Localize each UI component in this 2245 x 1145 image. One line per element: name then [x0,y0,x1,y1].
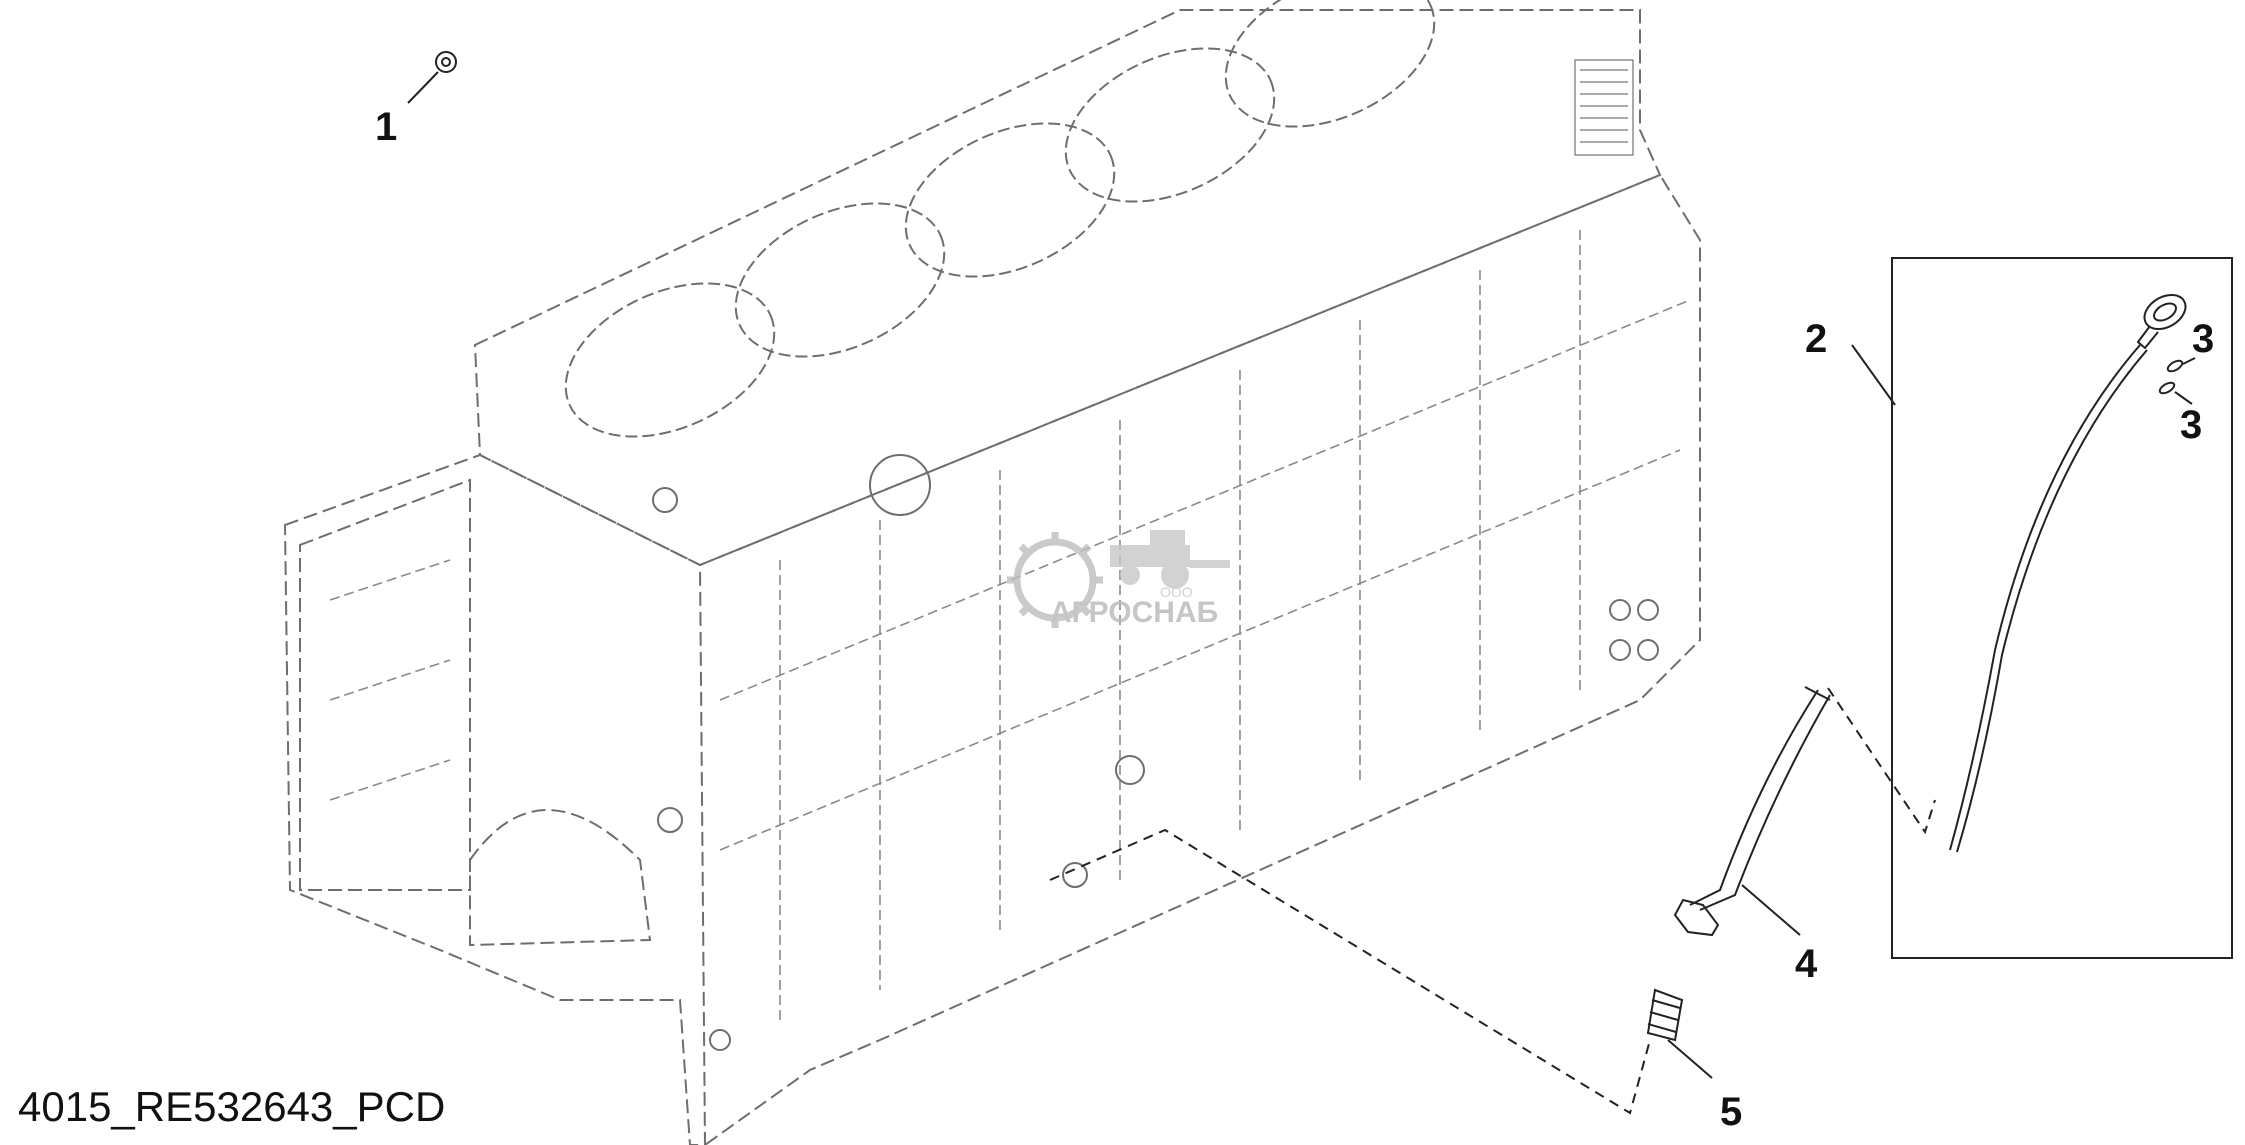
gear-logo-icon [1007,532,1103,628]
part-2-inset-frame [1891,257,2233,959]
part-3-o-ring-upper [2166,359,2184,373]
cylinder-bores [564,0,1436,438]
part-3-o-rings [2158,357,2196,405]
callout-2: 2 [1805,317,1827,361]
part-1-plug [407,51,457,104]
part-4-tube-fitting [1673,898,1720,937]
part-2-dipstick-rod [1949,344,2148,853]
cylinder-bore-5 [1224,0,1436,128]
engine-serial-plate [1574,59,1634,156]
watermark-brand: АГРОСНАБ [1050,596,1218,629]
watermark-prefix: ООО [1160,584,1193,600]
part-5-adapter-body [1646,988,1684,1042]
engine-block-side-face [699,173,1701,1145]
part-1-plug-body [435,51,457,73]
part-5-adapter [1646,988,1713,1079]
callout-3-upper: 3 [2192,317,2214,361]
engine-block-front-face [283,453,707,1145]
part-5-leader-line [1667,1039,1713,1079]
callouts: 1 2 3 3 4 5 [375,105,2214,1134]
part-2-dipstick-handle [2136,293,2187,350]
engine-block-bosses [652,454,1659,1051]
part-4-dipstick-tube [1673,686,1831,937]
callout-5: 5 [1720,1090,1742,1134]
cylinder-bore-4 [1064,47,1276,203]
engine-block-crank-bore [469,809,652,947]
engine-block [283,9,1701,1145]
callout-3-lower: 3 [2180,403,2202,447]
watermark: ООО АГРОСНАБ [1007,530,1230,629]
assembly-line-part5 [1049,828,1651,1115]
drawing-id-caption: 4015_RE532643_PCD [18,1083,446,1130]
part-2-leader-line [1851,344,1896,406]
part-1-leader-line [407,71,439,104]
assembly-line-part4-to-2 [1827,687,1936,835]
callout-4: 4 [1795,942,1818,986]
part-3-o-ring-lower [2158,381,2176,395]
tractor-logo-icon [1110,530,1230,589]
engine-block-rear-flange [299,478,471,891]
assembly-lines [1049,687,1936,1115]
engine-block-ribs [329,230,1691,1020]
cylinder-bore-1 [564,282,776,438]
part-2-inset [1851,257,2233,959]
engine-block-deck [473,9,1662,567]
part-4-leader-line [1741,884,1801,936]
cylinder-bore-3 [904,122,1116,278]
cylinder-bore-2 [734,202,946,358]
callout-1: 1 [375,105,397,149]
part-4-tube-outline [1689,689,1831,911]
